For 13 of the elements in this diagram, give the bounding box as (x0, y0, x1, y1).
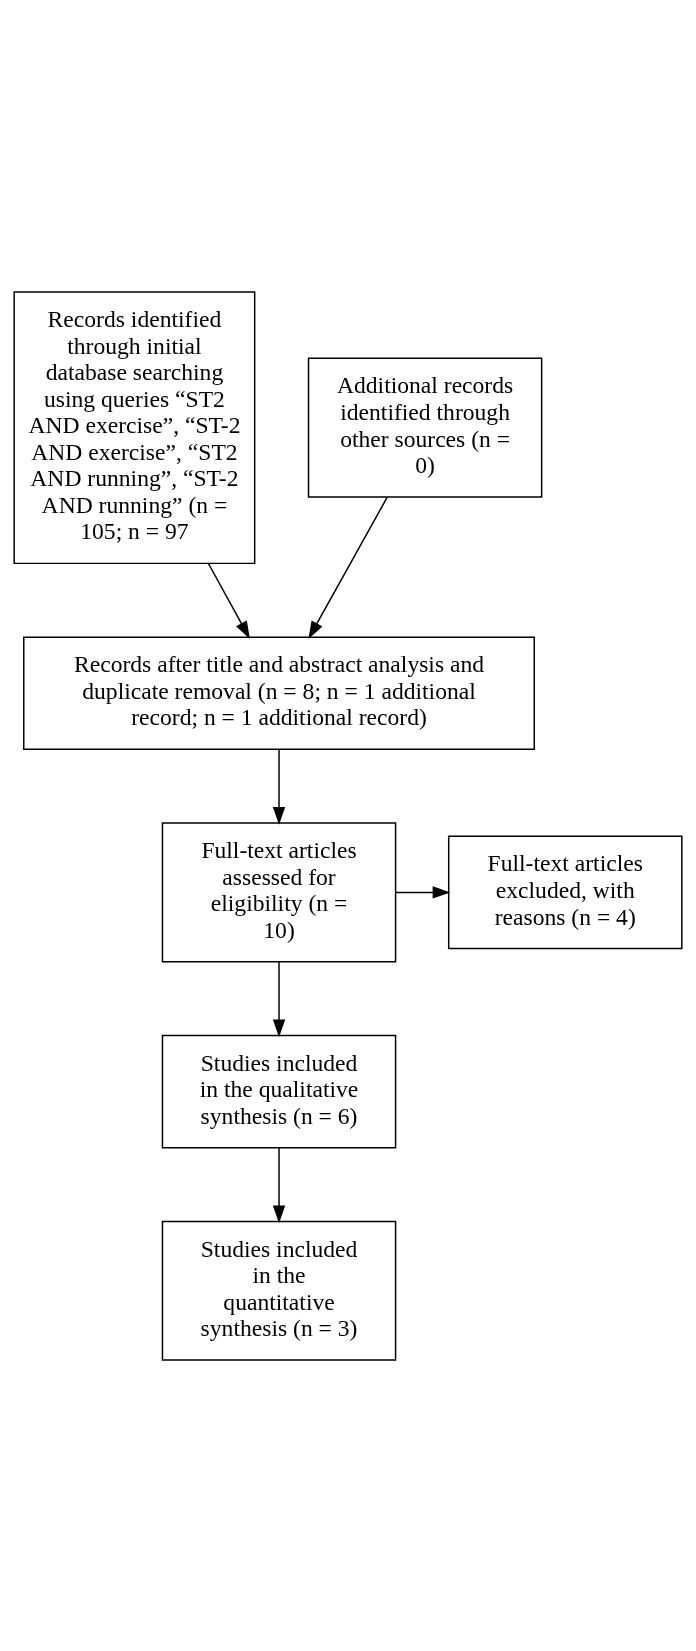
arrow (272, 960, 286, 1037)
node-box: Records identified through initial database searching using queries “ST2 AND exercise”, “ST-2 AND exercise”, “ST2 AND running”, “ST-2 AND running” (n = 105; n = 97 (13, 290, 256, 564)
arrow (395, 885, 451, 899)
arrow (272, 748, 286, 825)
node-box: Records after title and abstract analysis and duplicate removal (n = 8; n = 1 additional record; n = 1 additional record) (23, 635, 535, 750)
node-box: Studies included in the quantitative synthesis (n = 3) (161, 1220, 397, 1361)
arrow (308, 496, 388, 639)
node-box: Studies included in the qualitative synthesis (n = 6) (161, 1034, 397, 1148)
node-box: Full-text articles assessed for eligibility (n = 10) (161, 821, 397, 962)
node-box: Additional records identified through other sources (n = 0) (307, 357, 543, 498)
arrow (272, 1146, 286, 1223)
arrow (207, 562, 250, 639)
node-box: Full-text articles excluded, with reasons (n = 4) (447, 835, 683, 949)
